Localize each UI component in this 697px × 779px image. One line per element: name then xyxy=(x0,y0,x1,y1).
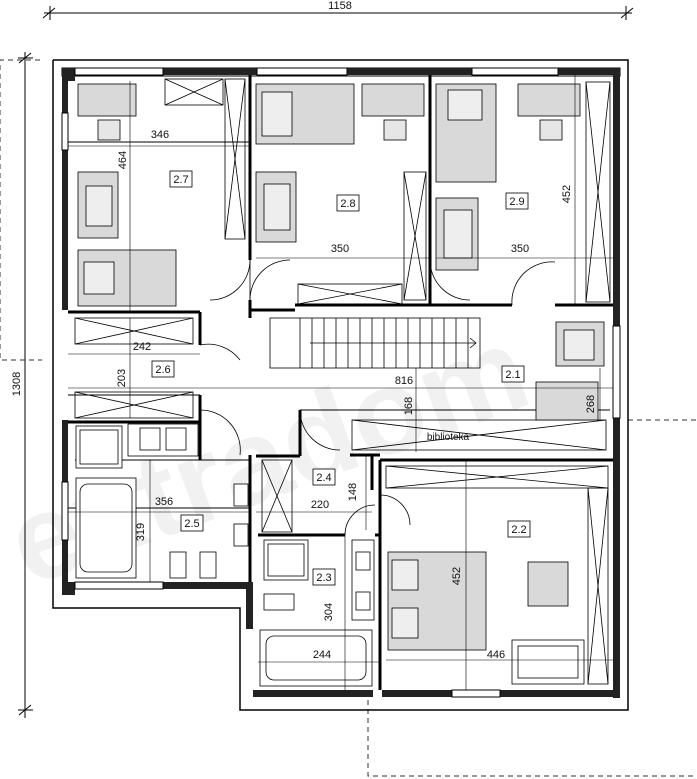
dim-2-9-width: 350 xyxy=(511,243,529,255)
desk-2-7 xyxy=(77,83,137,117)
dim-2-3-width: 244 xyxy=(313,649,331,661)
room-dimension-lines xyxy=(68,75,613,690)
furniture xyxy=(75,83,605,687)
interior-walls xyxy=(68,75,613,690)
toilet-2-5b xyxy=(233,523,249,547)
overall-height-dimension xyxy=(18,52,33,718)
dim-2-2-height: 452 xyxy=(451,567,463,585)
dim-2-8-width: 350 xyxy=(331,243,349,255)
dim-2-5-width: 356 xyxy=(155,496,173,508)
room-2-8-label: 2.8 xyxy=(340,198,355,210)
doors xyxy=(199,259,556,536)
desk-2-2 xyxy=(527,561,569,607)
toilet-2-3 xyxy=(263,593,295,611)
room-2-2-label: 2.2 xyxy=(511,524,526,536)
windows xyxy=(61,67,621,698)
dim-2-6-height: 203 xyxy=(116,369,128,387)
overall-width-dimension xyxy=(42,6,634,20)
overall-height-label: 1308 xyxy=(11,372,23,396)
library-label: biblioteka xyxy=(427,432,470,443)
room-2-7-label: 2.7 xyxy=(173,174,188,186)
desk-2-8 xyxy=(361,83,425,117)
staircase xyxy=(269,317,481,369)
room-2-9-label: 2.9 xyxy=(509,196,524,208)
dim-2-2-width: 446 xyxy=(487,649,505,661)
desk-2-9 xyxy=(517,83,581,117)
toilet-2-5a xyxy=(233,483,249,507)
table-2-1 xyxy=(535,381,599,421)
dim-2-1-height2: 268 xyxy=(585,395,597,413)
dim-2-3-height: 304 xyxy=(323,603,335,621)
dashed-outline xyxy=(0,59,697,777)
room-2-6-label: 2.6 xyxy=(155,364,170,376)
bidet-2-5a xyxy=(169,551,187,579)
overall-width-label: 1158 xyxy=(328,0,352,12)
dim-2-4-width: 220 xyxy=(311,499,329,511)
room-label-boxes xyxy=(151,170,531,586)
dim-2-1-width: 816 xyxy=(395,375,413,387)
dim-2-1-height: 168 xyxy=(403,397,415,415)
wardrobes xyxy=(74,78,611,685)
dim-2-9-height: 452 xyxy=(561,185,573,203)
dim-2-4-height: 148 xyxy=(347,483,359,501)
dim-2-5-height: 319 xyxy=(135,523,147,541)
bidet-2-5b xyxy=(199,551,217,579)
room-2-5-label: 2.5 xyxy=(184,518,199,530)
room-2-4-label: 2.4 xyxy=(316,472,331,484)
chair-2-7 xyxy=(97,119,121,141)
sink-2-5 xyxy=(127,423,199,457)
thick-walls xyxy=(62,68,620,698)
dim-2-7-height: 464 xyxy=(117,151,129,169)
room-2-3-label: 2.3 xyxy=(316,572,331,584)
dim-2-7-width: 346 xyxy=(151,129,169,141)
room-2-1-label: 2.1 xyxy=(505,369,520,381)
dim-2-6-width: 242 xyxy=(133,341,151,353)
